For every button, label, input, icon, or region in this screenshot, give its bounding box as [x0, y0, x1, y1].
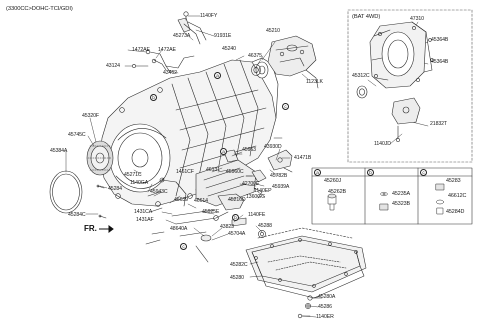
- part-label: 43124: [106, 63, 120, 69]
- part-label: 1140FY: [200, 13, 218, 19]
- part-label: 1140ER: [316, 314, 334, 320]
- legend-parts: [327, 183, 445, 215]
- oil-seal-46375: [251, 64, 261, 76]
- legend-part-c1: 46612C: [448, 193, 467, 199]
- transmission-case: [99, 57, 279, 207]
- part-label: 42700E: [242, 181, 260, 187]
- rear-mount: [267, 35, 319, 89]
- engine-spec-title: (3300CC>DOHC-TCI/GDI): [6, 6, 73, 12]
- part-label: 45943C: [150, 189, 168, 195]
- small-fasteners: [96, 184, 165, 245]
- part-label: 1472AE: [158, 47, 176, 53]
- part-label: 47310: [410, 16, 424, 22]
- part-label: 46639: [174, 197, 188, 203]
- part-label: 45280A: [318, 294, 336, 300]
- part-label: 45963: [242, 147, 256, 153]
- callout-b: b: [232, 214, 239, 221]
- part-label: 45288: [258, 223, 272, 229]
- part-label: 46375: [248, 53, 262, 59]
- part-label: 43823: [220, 224, 234, 230]
- part-label: 45782B: [270, 173, 288, 179]
- legend-part-b2: 45323B: [392, 201, 410, 207]
- part-label: 45960C: [226, 169, 244, 175]
- harness-bracket: [177, 11, 207, 45]
- bat-4wd-title: (BAT 4WD): [352, 14, 381, 20]
- part-label: 48640A: [170, 226, 188, 232]
- part-label: 46614: [194, 198, 208, 204]
- part-label: 1140FE: [248, 212, 266, 218]
- legend-key-c: c: [420, 169, 427, 176]
- legend-title-c: 45283: [446, 178, 461, 184]
- part-label: 41471B: [294, 155, 312, 161]
- cooler-hoses: [132, 49, 195, 73]
- part-label: 45284: [108, 186, 122, 192]
- transfer-adapter: [356, 21, 434, 142]
- callout-b: b: [150, 94, 157, 101]
- front-arrow-icon: [99, 225, 114, 233]
- part-label: 45925E: [202, 209, 220, 215]
- part-label: 45273A: [173, 33, 191, 39]
- part-label: 1140EP: [254, 188, 272, 194]
- bat-4wd-box: [347, 9, 473, 163]
- callout-a: a: [214, 72, 221, 79]
- part-label: 45704A: [228, 231, 246, 237]
- part-label: 1461CF: [176, 169, 194, 175]
- part-label: 45745C: [68, 132, 86, 138]
- part-label: 45384A: [50, 148, 68, 154]
- part-label: 45939A: [272, 184, 290, 190]
- part-label: 45240: [222, 46, 236, 52]
- legend-part-a: 45262B: [328, 189, 346, 195]
- part-label: 45284C: [68, 212, 86, 218]
- callout-c: c: [282, 103, 289, 110]
- legend-key-a: a: [314, 169, 321, 176]
- part-label: 1123LK: [306, 79, 323, 85]
- legend-part-c2: 45284D: [446, 209, 465, 215]
- part-label: 21832T: [430, 121, 447, 127]
- legend-title-a: 45260J: [324, 178, 342, 184]
- front-direction-label: FR.: [84, 224, 97, 233]
- part-label: 45271C: [124, 172, 142, 178]
- pump-gasket: [49, 170, 83, 214]
- part-label: 45210: [266, 28, 280, 34]
- part-label: 1431AF: [136, 217, 154, 223]
- oil-pan: [245, 227, 367, 299]
- part-label: 1140GA: [130, 180, 149, 186]
- callout-c: c: [180, 243, 187, 250]
- legend-key-b: b: [367, 169, 374, 176]
- part-label: 45312C: [352, 73, 370, 79]
- leader-lines: [65, 15, 429, 318]
- part-label: 43930D: [264, 144, 282, 150]
- part-label: 45286: [318, 304, 332, 310]
- legend-table: [311, 167, 473, 225]
- callout-a: a: [220, 148, 227, 155]
- part-label: 1472AE: [132, 47, 150, 53]
- part-label: 45364B: [431, 59, 449, 65]
- part-label: 45320F: [82, 113, 99, 119]
- oil-pump: [86, 140, 114, 176]
- part-label: 45282C: [230, 262, 248, 268]
- part-label: 1431CA: [134, 209, 153, 215]
- part-label: 91931E: [214, 33, 232, 39]
- part-label: 1140JD: [374, 141, 391, 147]
- part-label: 46131: [206, 167, 220, 173]
- part-label: 45364B: [431, 37, 449, 43]
- legend-part-b1: 45235A: [392, 191, 410, 197]
- part-label: 45280: [230, 275, 244, 281]
- part-label: 45216D: [228, 197, 246, 203]
- sensors: [223, 137, 293, 199]
- part-label: 1360GG: [246, 194, 266, 200]
- part-label: 43462: [163, 70, 177, 76]
